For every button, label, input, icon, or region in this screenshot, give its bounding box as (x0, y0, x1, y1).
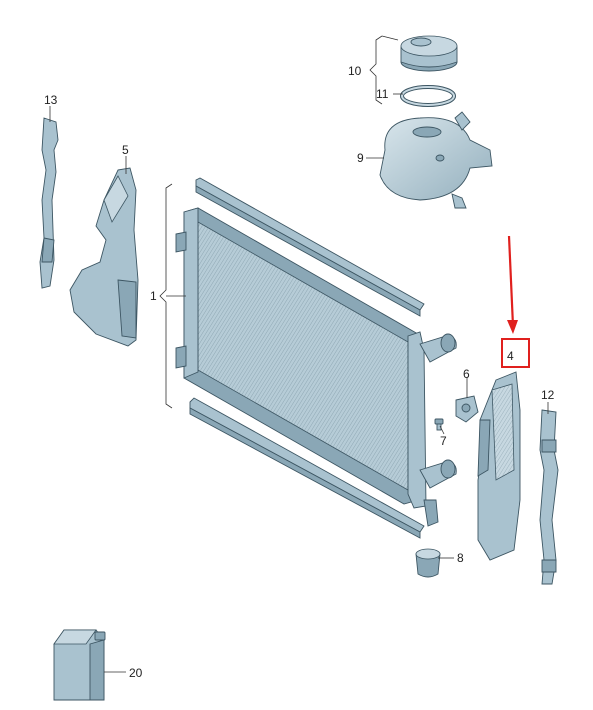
callout-7: 7 (440, 434, 447, 448)
highlight-arrow-shaft (507, 235, 515, 327)
part-4-air-guide-right (477, 371, 521, 561)
callout-20: 20 (129, 666, 143, 680)
callout-6: 6 (463, 367, 470, 381)
callout-11: 11 (376, 87, 389, 101)
callout-12: 12 (541, 388, 555, 402)
part-9-expansion-tank (379, 111, 493, 209)
callout-10: 10 (348, 64, 362, 78)
highlight-annotation (501, 235, 530, 368)
leader-lines (49, 35, 549, 673)
callout-9: 9 (357, 151, 364, 165)
part-1-radiator (175, 177, 457, 539)
part-7-screw (434, 418, 444, 431)
part-6-bracket (455, 395, 479, 423)
callout-5: 5 (122, 143, 129, 157)
part-13-seal-strip-left (39, 117, 59, 289)
part-20-coolant-canister (53, 629, 106, 701)
callout-8: 8 (457, 551, 464, 565)
part-8-rubber-mount (415, 548, 441, 578)
part-12-seal-strip-right (539, 409, 559, 585)
part-11-sealing-ring (400, 85, 456, 107)
part-10-reservoir-cap (400, 35, 458, 72)
highlight-arrow-head (507, 320, 518, 334)
callout-4: 4 (507, 349, 514, 363)
callout-1: 1 (150, 289, 157, 303)
highlight-box (501, 338, 530, 368)
part-5-air-guide-left (69, 167, 139, 347)
callout-13: 13 (44, 93, 58, 107)
